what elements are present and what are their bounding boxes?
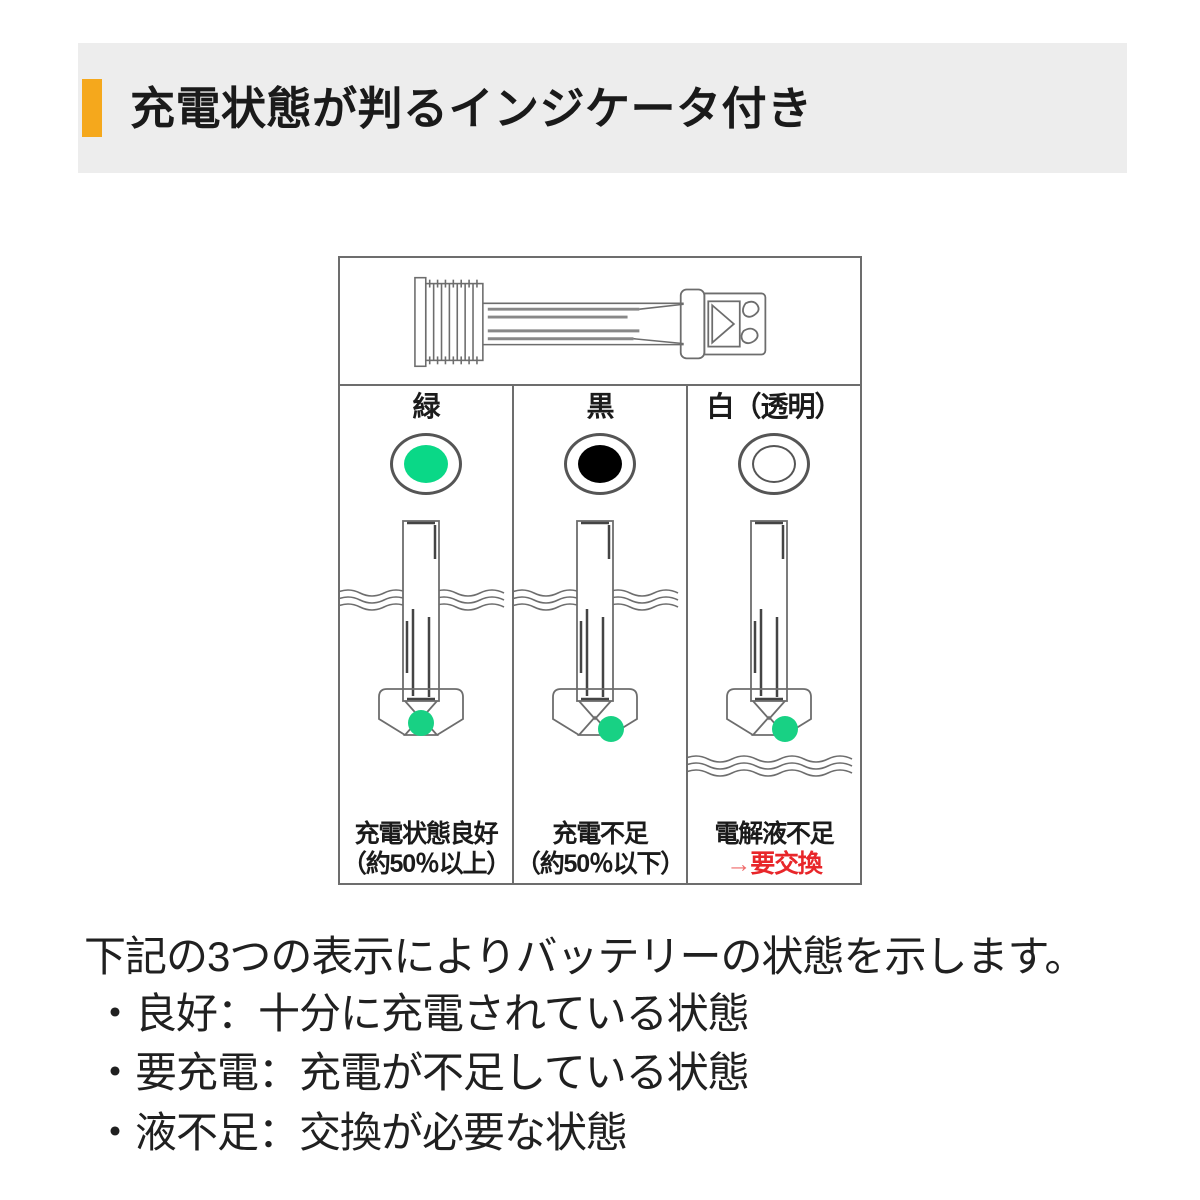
lamp-core-green <box>404 444 448 483</box>
device-illustration-panel <box>340 258 860 386</box>
state-column-green: 緑 <box>340 386 512 883</box>
indicator-diagram: 緑 <box>338 256 862 885</box>
lamp-green-icon <box>390 432 462 495</box>
state-columns: 緑 <box>340 386 860 883</box>
caption-line-1: 充電不足 <box>552 820 648 848</box>
fluid-level-line-low <box>688 754 853 777</box>
lamp-core-hollow <box>752 444 796 483</box>
probe-illustration-green <box>340 501 512 791</box>
column-header-white: 白（透明） <box>706 391 842 422</box>
probe-float-diagram-icon <box>340 519 505 736</box>
arrow-glyph: → <box>726 849 751 878</box>
probe-float-diagram-icon <box>514 519 679 742</box>
state-column-black: 黒 <box>512 386 686 883</box>
caption-line-1: 電解液不足 <box>714 820 834 848</box>
column-caption-black: 充電不足 （約50％以下） <box>514 820 686 879</box>
probe-illustration-black <box>514 501 686 791</box>
caption-line-1: 充電状態良好 <box>354 820 499 848</box>
float-ball-white <box>772 715 798 742</box>
caption-line-2: （約50％以下） <box>515 849 685 878</box>
column-header-black: 黒 <box>586 391 614 422</box>
description-lead: 下記の3つの表示によりバッテリーの状態を示します。 <box>84 933 1086 980</box>
description-item-0: ・良好：十分に充電されている状態 <box>94 989 750 1037</box>
section-header-band: 充電状態が判るインジケータ付き <box>78 43 1127 173</box>
description-item-1: ・要充電：充電が不足している状態 <box>94 1049 750 1097</box>
caption-line-2: （約50％以上） <box>341 849 511 878</box>
probe-illustration-white <box>688 501 860 791</box>
page-title: 充電状態が判るインジケータ付き <box>130 82 813 134</box>
column-caption-green: 充電状態良好 （約50％以上） <box>340 820 512 879</box>
description-block: 下記の3つの表示によりバッテリーの状態を示します。 ・良好：十分に充電されている… <box>84 930 1144 1163</box>
float-ball-green <box>408 709 434 736</box>
header-accent-bar <box>82 79 102 137</box>
column-caption-white: 電解液不足 →要交換 <box>688 820 860 879</box>
lamp-core-black <box>578 444 622 483</box>
lamp-black-icon <box>564 432 636 495</box>
state-column-white: 白（透明） <box>686 386 860 883</box>
lamp-hollow-icon <box>738 432 810 495</box>
column-header-green: 緑 <box>412 391 440 422</box>
caption-warning-text: 要交換 <box>750 849 823 878</box>
probe-float-diagram-icon <box>688 519 853 777</box>
indicator-probe-assembly-icon <box>414 276 767 368</box>
description-item-2: ・液不足：交換が必要な状態 <box>94 1109 628 1156</box>
float-ball-black <box>598 715 624 742</box>
caption-line-warning: →要交換 <box>688 850 860 880</box>
